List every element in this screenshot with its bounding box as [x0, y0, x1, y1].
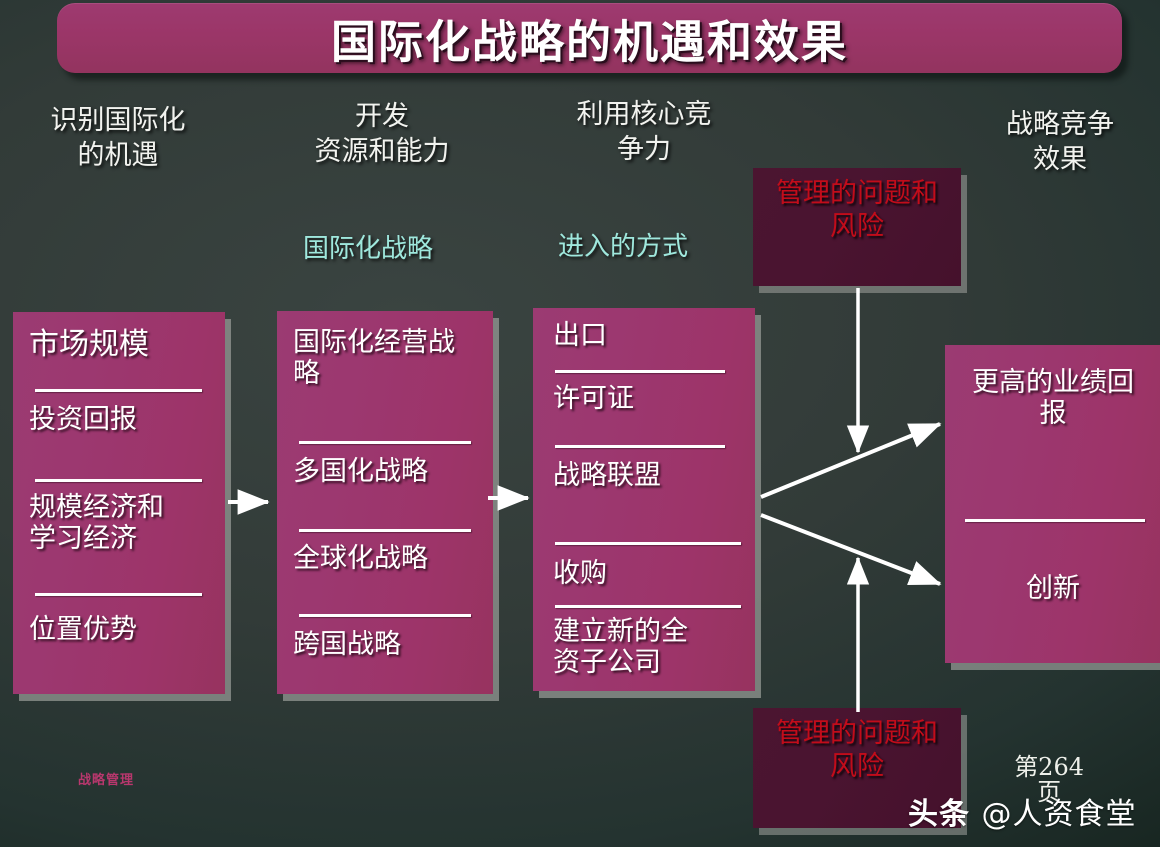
box-strategies-item-2: 全球化战略: [293, 543, 428, 574]
footer-course-label: 战略管理: [78, 773, 135, 788]
sub-label-international-strategy: 国际化战略: [303, 234, 434, 264]
column-header-strategic-competitiveness-outcomes: 战略竞争 效果: [1006, 109, 1114, 175]
box-entry-item-4: 建立新的全 资子公司: [553, 616, 688, 679]
box-entry-item-0: 出口: [553, 320, 607, 351]
divider: [965, 519, 1145, 522]
box-risk-bottom: 管理的问题和 风险: [753, 708, 961, 828]
box-opportunities-item-2: 规模经济和 学习经济: [29, 492, 164, 555]
column-header-leverage-core-competence: 利用核心竞 争力: [576, 99, 712, 165]
divider: [35, 479, 202, 482]
box-entry-item-3: 收购: [553, 558, 607, 589]
box-outcomes-item-0: 更高的业绩回 报: [972, 367, 1134, 430]
box-risk-top-text: 管理的问题和 风险: [776, 178, 938, 242]
box-entry-item-2: 战略联盟: [553, 460, 661, 491]
column-header-develop-resources: 开发 资源和能力: [314, 101, 450, 167]
box-entry-modes: 出口 许可证 战略联盟 收购 建立新的全 资子公司: [533, 308, 755, 691]
box-risk-bottom-text: 管理的问题和 风险: [776, 718, 938, 782]
box-international-strategies: 国际化经营战 略 多国化战略 全球化战略 跨国战略: [277, 311, 493, 694]
page-number: 第264 页: [1014, 753, 1084, 806]
divider: [299, 441, 471, 444]
divider: [555, 445, 725, 448]
sub-label-entry-mode: 进入的方式: [558, 232, 689, 262]
box-outcomes: 更高的业绩回 报 创新: [945, 345, 1160, 663]
divider: [555, 605, 741, 608]
box-entry-item-1: 许可证: [553, 383, 634, 414]
box-strategies-item-0: 国际化经营战 略: [293, 327, 455, 390]
box-strategies-item-3: 跨国战略: [293, 629, 401, 660]
watermark-brand: 头条: [908, 797, 970, 832]
box-opportunities-item-3: 位置优势: [29, 614, 137, 645]
watermark: 头条 @人资食堂: [908, 789, 1136, 833]
column-header-identify-opportunities: 识别国际化 的机遇: [50, 105, 186, 171]
arrow-entry-to-outcome-upper: [760, 422, 942, 499]
divider: [299, 614, 471, 617]
arrow-entry-to-outcome-lower: [760, 513, 942, 586]
divider: [555, 370, 725, 373]
page-title: 国际化战略的机遇和效果: [330, 15, 848, 69]
box-risk-top: 管理的问题和 风险: [753, 168, 961, 286]
divider: [299, 529, 471, 532]
watermark-handle: @人资食堂: [981, 797, 1137, 832]
box-outcomes-item-1: 创新: [1026, 573, 1080, 604]
divider: [35, 593, 202, 596]
box-strategies-item-1: 多国化战略: [293, 456, 428, 487]
divider: [35, 389, 202, 392]
title-bar: 国际化战略的机遇和效果: [57, 3, 1122, 73]
box-opportunities-item-0: 市场规模: [29, 327, 149, 362]
divider: [555, 542, 741, 545]
box-opportunities-item-1: 投资回报: [29, 404, 137, 435]
box-opportunities: 市场规模 投资回报 规模经济和 学习经济 位置优势: [13, 312, 225, 694]
